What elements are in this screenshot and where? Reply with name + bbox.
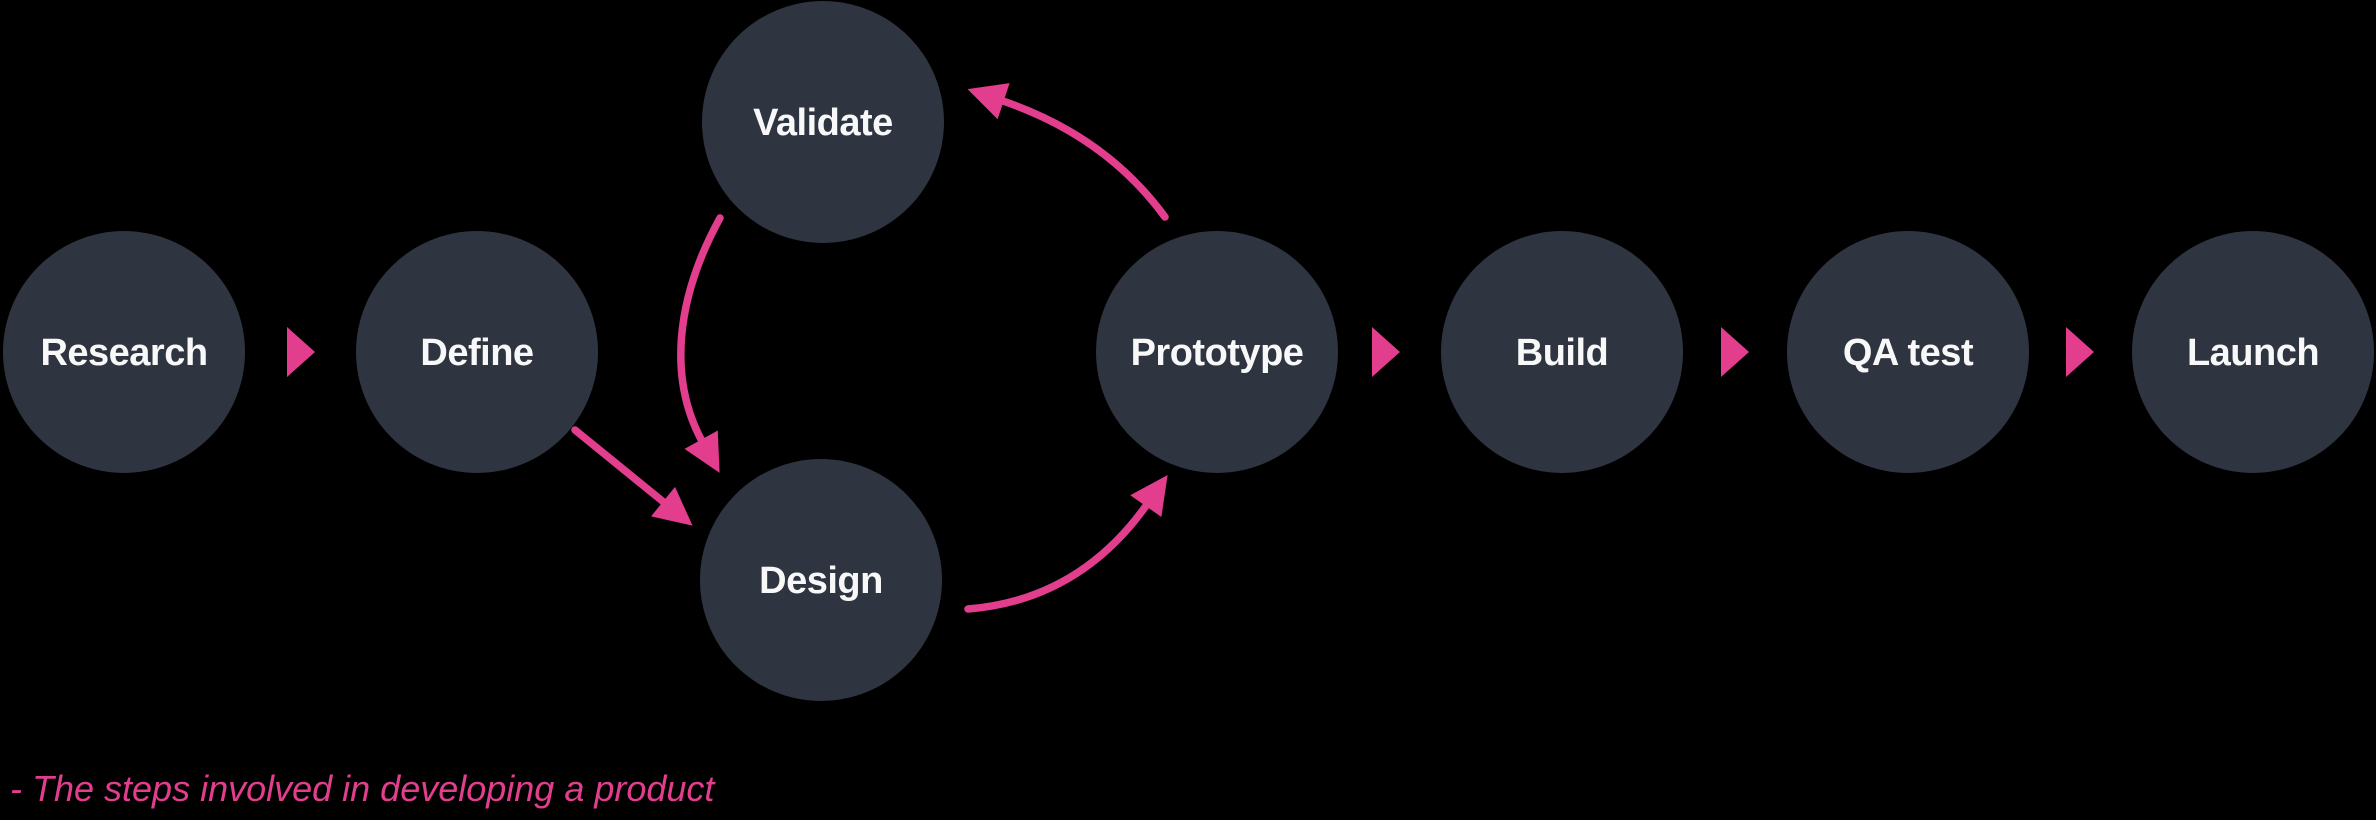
- node-circle-validate: [702, 1, 944, 243]
- node-label-define: Define: [420, 332, 533, 374]
- node-circle-research: [3, 231, 245, 473]
- node-label-launch: Launch: [2187, 332, 2319, 374]
- node-define: Define: [356, 231, 598, 473]
- node-circle-qa-test: [1787, 231, 2029, 473]
- node-prototype: Prototype: [1096, 231, 1338, 473]
- curved-arrow-design-to-prototype: [964, 475, 1168, 613]
- caption: - The steps involved in developing a pro…: [10, 768, 716, 809]
- node-label-design: Design: [759, 560, 883, 602]
- node-label-validate: Validate: [753, 102, 893, 144]
- node-design: Design: [700, 459, 942, 701]
- node-validate: Validate: [702, 1, 944, 243]
- curved-arrow-prototype-to-validate: [967, 83, 1169, 221]
- node-circle-prototype: [1096, 231, 1338, 473]
- node-label-prototype: Prototype: [1131, 332, 1304, 374]
- node-launch: Launch: [2132, 231, 2374, 473]
- node-circle-launch: [2132, 231, 2374, 473]
- curved-arrow-validate-to-design: [677, 214, 724, 473]
- straight-arrow-define-to-design: [571, 426, 693, 526]
- node-label-qa-test: QA test: [1843, 332, 1974, 374]
- node-qa-test: QA test: [1787, 231, 2029, 473]
- node-label-research: Research: [40, 332, 207, 374]
- flow-arrow-prototype-build: [1372, 327, 1400, 377]
- node-circle-design: [700, 459, 942, 701]
- node-research: Research: [3, 231, 245, 473]
- flow-arrow-qa-test-launch: [2066, 327, 2094, 377]
- node-build: Build: [1441, 231, 1683, 473]
- node-circle-build: [1441, 231, 1683, 473]
- node-label-build: Build: [1516, 332, 1608, 374]
- node-circle-define: [356, 231, 598, 473]
- flow-arrow-build-qa-test: [1721, 327, 1749, 377]
- flow-arrow-research-define: [287, 327, 315, 377]
